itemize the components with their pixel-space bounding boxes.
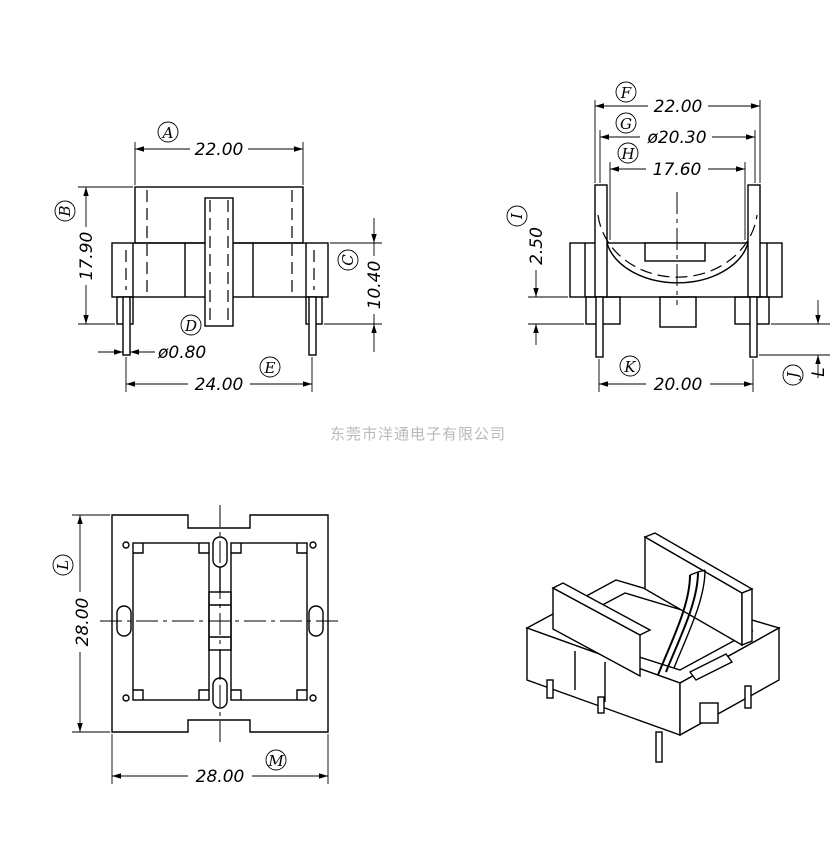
dim-L: 28.00 L <box>52 514 110 733</box>
dim-I: 2.50 I <box>506 205 584 345</box>
dim-B: 17.90 B <box>54 186 133 325</box>
dim-H: 17.60 H <box>609 142 746 240</box>
dim-L-value: 28.00 <box>73 598 93 647</box>
dim-F-label: F <box>620 84 632 102</box>
dim-I-value: 2.50 <box>527 227 547 265</box>
dim-M-label: M <box>267 752 284 770</box>
dim-B-label: B <box>56 205 74 217</box>
dim-F: 22.00 F <box>594 81 761 183</box>
dim-H-label: H <box>620 145 635 163</box>
dim-K-value: 20.00 <box>654 375 703 395</box>
dim-D-label: D <box>184 317 197 335</box>
dim-A-value: 22.00 <box>195 140 244 160</box>
dim-C: 10.40 C <box>324 218 385 352</box>
dim-D-value: ø0.80 <box>157 343 206 363</box>
front-view <box>111 186 329 356</box>
dim-C-value: 10.40 <box>365 261 385 310</box>
isometric-view <box>525 532 781 763</box>
side-view <box>569 184 783 358</box>
dim-G: ø20.30 G <box>599 112 756 183</box>
dim-K: 20.00 K <box>598 355 754 395</box>
dim-J-label: J <box>784 371 802 381</box>
bottom-view <box>100 505 340 742</box>
dim-A-label: A <box>161 124 174 142</box>
dim-M-value: 28.00 <box>196 767 245 787</box>
dim-G-value: ø20.30 <box>646 128 706 148</box>
dim-H-value: 17.60 <box>653 160 702 180</box>
dim-E-value: 24.00 <box>195 375 244 395</box>
dim-C-label: C <box>339 254 357 266</box>
dim-F-value: 22.00 <box>654 97 703 117</box>
dim-D: D ø0.80 <box>98 314 206 363</box>
dim-K-label: K <box>623 358 636 376</box>
company-watermark: 东莞市洋通电子有限公司 <box>330 425 506 443</box>
dim-E: 24.00 E <box>125 356 313 395</box>
dim-A: 22.00 A <box>134 121 304 185</box>
dim-G-label: G <box>620 115 632 133</box>
dim-I-label: I <box>508 212 526 220</box>
dim-M: 28.00 M <box>111 734 329 787</box>
dim-B-value: 17.90 <box>77 232 97 281</box>
dim-E-label: E <box>264 359 276 377</box>
dim-J: L J <box>759 300 830 386</box>
dim-L-label: L <box>54 560 72 571</box>
dim-J-value: L <box>809 367 829 376</box>
